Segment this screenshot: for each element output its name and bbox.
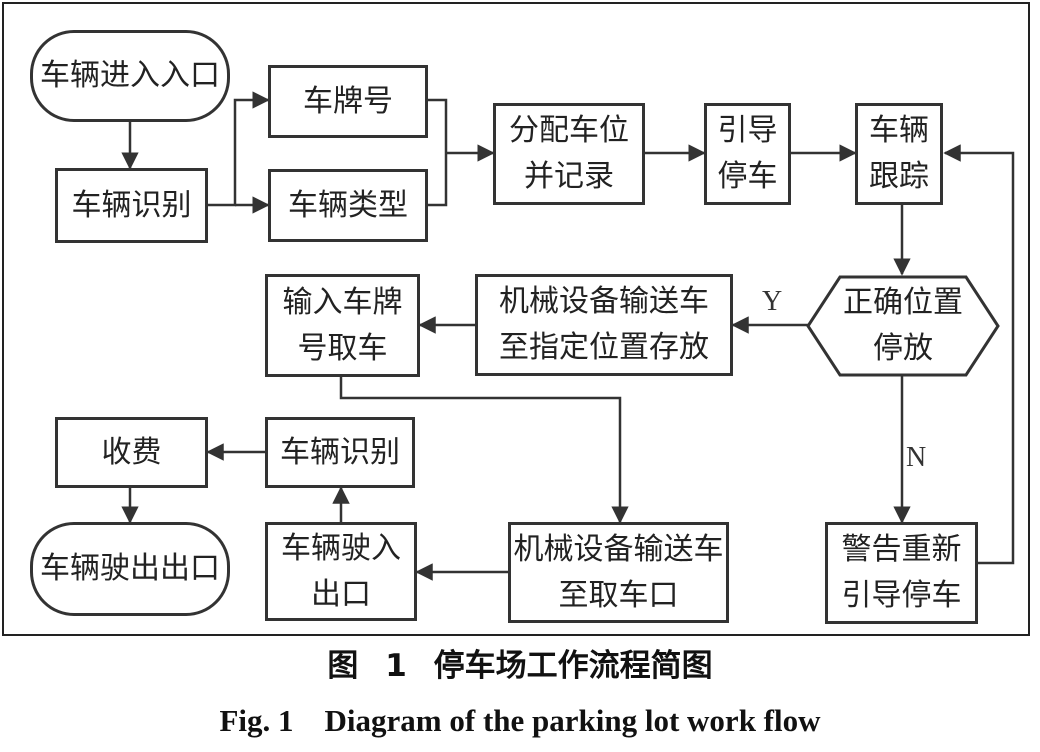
node-correct-parking: 正确位置 停放	[843, 285, 963, 366]
caption-chinese: 图 1 停车场工作流程简图	[327, 648, 713, 684]
node-mech-store: 机械设备输送车 至指定位置存放	[475, 274, 733, 376]
node-vehicle-tracking: 车辆 跟踪	[855, 103, 943, 205]
label-yes: Y	[762, 286, 783, 317]
node-vehicle-type: 车辆类型	[268, 169, 428, 242]
node-fee: 收费	[55, 417, 208, 488]
node-vehicle-identify-in: 车辆识别	[55, 168, 208, 243]
node-warn-reguide: 警告重新 引导停车	[825, 522, 978, 624]
node-guide-parking: 引导 停车	[704, 103, 791, 205]
edge-identify-fork	[208, 91, 270, 207]
node-vehicle-exit: 车辆驶出出口	[30, 522, 230, 616]
caption-english: Fig. 1 Diagram of the parking lot work f…	[219, 703, 821, 738]
edge-input-to-pickup	[339, 377, 629, 524]
decision-hexagon	[806, 275, 1000, 377]
node-input-plate: 输入车牌 号取车	[265, 274, 420, 377]
diagram-frame	[2, 2, 1030, 636]
edge-plate-merge	[428, 98, 448, 207]
edge-warn-to-track	[943, 144, 1015, 565]
label-no: N	[906, 442, 927, 473]
node-drive-into-exit: 车辆驶入 出口	[265, 522, 417, 621]
node-vehicle-entry: 车辆进入入口	[30, 30, 230, 122]
node-mech-pickup: 机械设备输送车 至取车口	[508, 522, 729, 623]
node-plate-number: 车牌号	[268, 65, 428, 138]
node-allocate-space: 分配车位 并记录	[493, 103, 645, 205]
node-vehicle-identify-out: 车辆识别	[265, 417, 415, 488]
